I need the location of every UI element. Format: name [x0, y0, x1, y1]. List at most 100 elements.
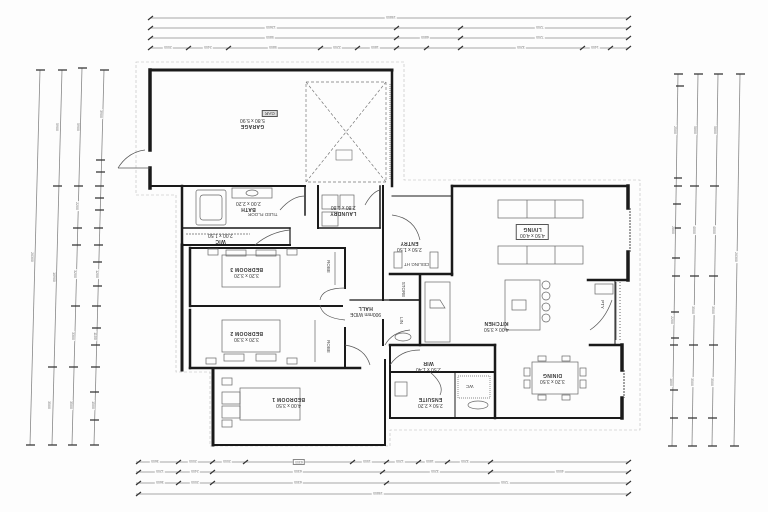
room-name: WIC [215, 238, 226, 244]
room-name: BEDROOM 3 [230, 266, 263, 272]
room-dimensions: 2.00 x 2.20 [236, 200, 261, 206]
room-label-bedroom-1: 4.00 x 3.50 BEDROOM 1 [272, 396, 305, 408]
dim-bot-r2-0: 1200 [155, 469, 165, 473]
dim-left-r3-1: 2200 [74, 201, 79, 211]
boundary-lines [135, 61, 641, 447]
dim-top-r4-2: 5800 [268, 45, 278, 49]
dim-right-r3-2: 3500 [710, 305, 715, 315]
dim-left-overall: 20300 [29, 251, 34, 263]
dim-left-r4-10: 1100 [92, 331, 97, 341]
dim-top-r4-3: 2200 [332, 45, 342, 49]
room-label-wir: 2.50 x 1.40 WIR [416, 360, 441, 372]
dim-right-r4-10: 1800 [668, 377, 673, 387]
dim-bot-r3-1: 2000 [190, 480, 200, 484]
dimension-lines-right [671, 73, 741, 447]
dim-bot-r3-2: 6300 [293, 480, 303, 484]
room-dimensions: 2.00 x 1.50 [208, 232, 233, 238]
label-linen: LIN [399, 316, 405, 325]
dim-bot-r1-2: 2000 [222, 459, 232, 463]
dim-bot-r2-4: 4000 [555, 469, 565, 473]
dimension-ticks-top [147, 15, 632, 51]
dimension-lines-left [29, 67, 105, 446]
room-name: BEDROOM 1 [272, 396, 305, 402]
dim-top-r4-5: 3200 [516, 45, 526, 49]
dim-bot-overall: 19800 [372, 491, 384, 495]
dim-bot-r1-5: 1200 [395, 459, 405, 463]
dim-bot-r2-1: 2400 [190, 469, 200, 473]
label-robe-bedroom-2: ROBE [325, 340, 331, 353]
room-dimensions: 5.80 x 5.90 [240, 117, 265, 123]
dim-right-r4-7: 2200 [669, 315, 674, 325]
dim-bot-r1-4: 1500 [362, 459, 372, 463]
dimension-lines-bottom [136, 461, 628, 495]
dim-right-r3-0: 5800 [712, 125, 717, 135]
room-dimensions: 3.20 x 3.50 [540, 378, 565, 384]
room-name: GARAGE [240, 123, 265, 129]
room-dimensions: 3.20 x 3.30 [234, 336, 259, 342]
dim-bot-r1-0: 3600 [150, 459, 160, 463]
dim-top-r4-1: 2400 [203, 45, 213, 49]
room-name: BEDROOM 2 [230, 330, 263, 336]
dim-left-r4-8: 1200 [94, 269, 99, 279]
dim-left-r4-0: 3900 [98, 109, 103, 119]
room-label-wic: WIC 2.00 x 1.50 [208, 232, 233, 244]
dim-bot-r2-2: 6300 [293, 469, 303, 473]
room-dimensions: 2.50 x 1.50 [397, 246, 422, 252]
dimension-lines-top [150, 17, 628, 49]
dimension-ticks-left [26, 67, 109, 446]
garage-car-space [305, 81, 387, 183]
room-label-hall: 900mm WIDE HALL [350, 305, 381, 317]
room-label-laundry: LAUNDRY 2.80 x 1.80 [330, 204, 356, 216]
room-dimensions: 2.50 x 1.40 [416, 366, 441, 372]
dimension-ticks-right [668, 73, 745, 447]
dimension-ticks-bottom [135, 459, 632, 497]
dim-right-r2-2: 3500 [690, 305, 695, 315]
room-label-bath: BATH 2.00 x 2.20 [236, 200, 261, 212]
dim-top-r2-0: 12600 [265, 25, 277, 29]
room-dimensions: 4.00 x 3.50 [276, 402, 301, 408]
label-store: STORE [401, 281, 407, 298]
dim-right-r3-1: 4000 [711, 225, 716, 235]
fixtures [186, 187, 631, 428]
room-name: LIVING [523, 226, 542, 232]
room-label-ensuite: 2.50 x 2.20 ENSUITE [418, 396, 443, 408]
dim-right-r4-4: 2800 [670, 225, 675, 235]
hall-width-note: 900mm WIDE [350, 311, 382, 317]
dim-bot-r1-1: 2000 [188, 459, 198, 463]
dim-right-overall: 20300 [733, 251, 738, 263]
dim-top-overall: 19800 [385, 15, 397, 19]
dim-left-r3-3: 3200 [72, 269, 77, 279]
dim-left-r2-1: 10900 [51, 271, 56, 283]
room-label-entry: 2.50 x 1.50 ENTRY [397, 240, 422, 252]
dim-top-r4-4: 1800 [370, 45, 380, 49]
dim-bot-r1-3: 6300 [293, 459, 305, 465]
dim-top-r3-0: 5800 [265, 35, 275, 39]
dim-left-r3-4: 3300 [70, 331, 75, 341]
dim-left-r3-0: 5900 [75, 122, 80, 132]
room-dimensions: 2.50 x 2.20 [418, 402, 443, 408]
dim-right-r3-3: 3500 [709, 377, 714, 387]
dim-left-r4-14: 1500 [90, 400, 95, 410]
room-dimensions: 3.20 x 3.20 [234, 272, 259, 278]
dim-right-r2-0: 5800 [692, 125, 697, 135]
room-label-garage: GARAGE 5.80 x 5.90 [240, 117, 265, 129]
dim-top-r4-6: 1400 [590, 45, 600, 49]
dim-bot-r1-7: 3200 [460, 459, 470, 463]
room-name: ENSUITE [418, 396, 443, 402]
room-dimensions: 4.00 x 3.50 [484, 326, 509, 332]
dim-bot-r3-0: 3600 [155, 480, 165, 484]
door-swings [117, 149, 613, 396]
room-label-bedroom-2: 3.20 x 3.30 BEDROOM 2 [230, 330, 263, 342]
room-dimensions: 2.80 x 1.80 [330, 204, 356, 210]
garage-tag: GAR [262, 110, 278, 117]
dim-bot-r1-6: 1800 [425, 459, 435, 463]
label-tiled-floor: TILED FLOOR [248, 212, 278, 217]
label-pantry: PTY [599, 300, 605, 309]
label-ensuite-wc: WC [466, 384, 474, 389]
dim-top-r2-1: 7200 [535, 25, 545, 29]
room-label-living: 4.50 x 4.00 LIVING [516, 224, 549, 240]
room-name: LAUNDRY [330, 210, 357, 216]
dim-right-r2-1: 4000 [691, 225, 696, 235]
